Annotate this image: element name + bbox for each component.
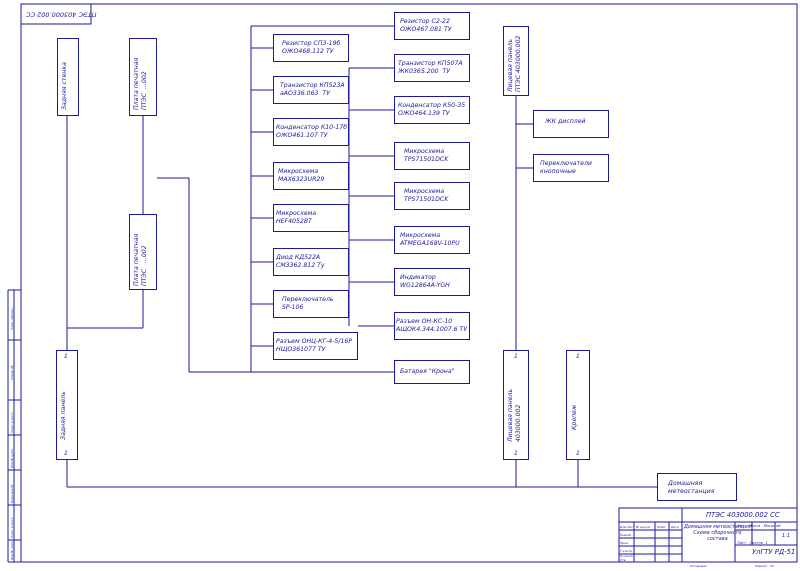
component-right-box [394, 12, 470, 40]
front-panel-one-top: 1 [514, 353, 518, 360]
lcd-display-label: ЖК дисплей [545, 118, 586, 125]
component-left-box [273, 290, 349, 318]
component-right-label: Микросхема ATMEGA168V-10PU [400, 232, 460, 247]
rear-wall-box [57, 38, 79, 116]
side-stamp-label: Перв. примен. [10, 307, 14, 330]
front-panel-bottom-box [503, 350, 529, 460]
title-role: Н.контр. [620, 554, 634, 558]
component-right-box [394, 226, 470, 254]
title-row-label: Подп. [657, 525, 667, 529]
push-switches-label: Переключатели кнопочные [540, 160, 592, 175]
front-panel-bottom-label: Лицевая панель 403000.002 [507, 388, 522, 442]
front-panel-one-bottom: 1 [514, 450, 518, 457]
fastener-one-top: 1 [576, 353, 580, 360]
component-right-box [394, 142, 470, 170]
component-right-box [394, 182, 470, 210]
fastener-label: Крепеж [571, 404, 578, 430]
component-left-label: Диод КД522А СМ3362.812 Ту [276, 254, 325, 269]
title-sheet-row: Лист Листов 1 [737, 541, 768, 545]
component-left-box [273, 162, 349, 190]
component-left-label: Микросхема HEF4052BT [276, 210, 317, 225]
component-right-box [394, 360, 470, 384]
rear-panel-box [56, 350, 78, 460]
component-left-box [273, 332, 358, 360]
rear-wall-label: Задняя стенка [61, 62, 68, 110]
format-label: Формат А3 [755, 564, 774, 568]
side-stamp-label: Справ. № [10, 365, 14, 380]
component-right-label: Разъем ОН-КС-10 АЩОК4.344.1007.6 ТУ [396, 318, 468, 333]
component-right-label: Микросхема TPS71501DCK [404, 188, 449, 203]
component-right-box [394, 268, 470, 296]
title-role: Пров. [620, 541, 629, 545]
component-right-box [394, 312, 470, 340]
rear-panel-one-top: 1 [64, 353, 68, 360]
title-row-label: Дата [671, 525, 679, 529]
rear-panel-one-bottom: 1 [64, 450, 68, 457]
weather-station-box [657, 473, 737, 501]
front-panel-top-label: Лицевая панель ПТЭС 403000.002 [507, 35, 522, 92]
lcd-display-box [533, 110, 609, 138]
fastener-one-bottom: 1 [576, 450, 580, 457]
side-stamp-label: Подп. и дата [10, 517, 14, 538]
title-col-headers: Лит. Масса Масштаб [737, 524, 781, 528]
component-right-box [394, 54, 470, 82]
component-right-label: Конденсатор К50-35 ОЖО464.139 ТУ [398, 102, 466, 117]
component-left-label: Резистор СП3-19б ОЖО468.112 ТУ [282, 40, 341, 55]
component-left-label: Транзистор КП523А аАО336.063 ТУ [280, 82, 345, 97]
side-stamp-label: Подп. и дата [10, 412, 14, 433]
front-panel-top-box [503, 26, 529, 96]
component-left-label: Разъем ОНЦ-КГ-4-5/16Р НЩО361077 ТУ [276, 338, 353, 353]
fastener-box [566, 350, 590, 460]
weather-station-label: Домашняя метеостанция [668, 480, 715, 495]
component-left-box [273, 118, 349, 146]
component-left-label: Конденсатор К10-17б ОЖО461.107 ТУ [276, 124, 348, 139]
component-left-label: Микросхема MAX6323UR29 [278, 168, 325, 183]
title-org: УлГТУ РД-51 [752, 548, 796, 556]
title-role: Разраб. [620, 533, 632, 537]
pcb-top-box [129, 38, 157, 116]
component-right-label: Резистор С2-22 ОЖО467.081 ТУ [400, 18, 452, 33]
title-row-label: № докум. [636, 525, 651, 529]
pcb-top-label: Плата печатная ПТЭС ...002 [133, 57, 148, 110]
component-right-label: Батарея "Крона" [400, 368, 455, 375]
side-stamp-label: Инв.№ дубл. [10, 448, 14, 468]
title-scale: 1:1 [782, 533, 791, 539]
top-code-box [20, 3, 92, 25]
pcb-main-label: Плата печатная ПТЭС ...002 [133, 233, 148, 286]
component-right-label: Индикатор WG12864A-YGH [400, 274, 450, 289]
title-role: Утв. [620, 558, 627, 562]
title-row-label: Изм.Лист [620, 525, 635, 529]
copied-label: Копировал [690, 564, 708, 568]
top-code: ПТЭС 403000.002 СС [26, 10, 97, 19]
push-switches-box [533, 154, 609, 182]
title-role: Т.контр. [620, 549, 634, 553]
component-left-box [273, 34, 349, 62]
component-right-label: Микросхема TPS71501DCK [404, 148, 449, 163]
component-left-label: Переключатель SP-106 [282, 296, 334, 311]
side-stamp-label: Взам.инв.№ [10, 484, 14, 503]
component-left-box [273, 248, 349, 276]
pcb-main-box [129, 214, 157, 290]
component-right-box [394, 96, 470, 124]
component-right-label: Транзистор КП507А ЖК0365.200 ТУ [398, 60, 463, 75]
sheet-frame [20, 3, 798, 563]
component-left-box [273, 204, 349, 232]
rear-panel-label: Задняя панель [60, 391, 67, 440]
component-left-box [273, 76, 349, 104]
side-stamp-label: Инв.№ подл. [10, 540, 14, 560]
title-code: ПТЭС 403000.002 СС [706, 511, 780, 519]
title-name: Домашняя метеостанция Схема сборочного с… [684, 524, 751, 542]
